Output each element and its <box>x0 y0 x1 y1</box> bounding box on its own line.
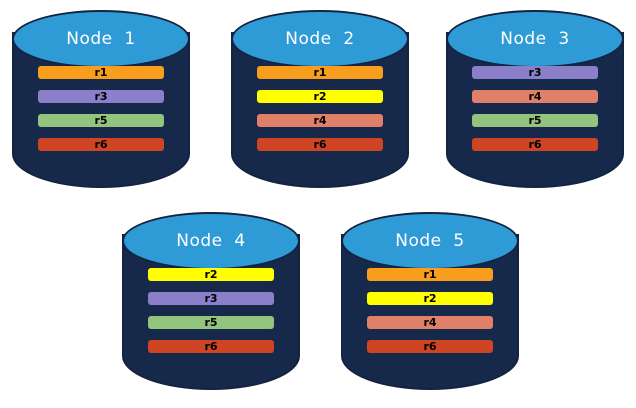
replica-item[interactable]: r2 <box>257 90 383 103</box>
replica-item[interactable]: r4 <box>367 316 493 329</box>
replica-item[interactable]: r4 <box>257 114 383 127</box>
replica-label: r2 <box>423 292 437 305</box>
cylinder-top-icon <box>122 212 300 270</box>
replica-item[interactable]: r5 <box>472 114 598 127</box>
cylinder-top-icon <box>446 10 624 68</box>
replica-label: r1 <box>94 66 108 79</box>
replica-item[interactable]: r1 <box>38 66 164 79</box>
replica-label: r5 <box>528 114 542 127</box>
replica-label: r4 <box>313 114 327 127</box>
replica-label: r2 <box>204 268 218 281</box>
replica-item[interactable]: r6 <box>148 340 274 353</box>
replica-label: r3 <box>94 90 108 103</box>
cylinder-top-icon <box>12 10 190 68</box>
replica-item[interactable]: r6 <box>472 138 598 151</box>
replica-list: r3 r4 r5 r6 <box>472 66 598 151</box>
replica-item[interactable]: r2 <box>148 268 274 281</box>
replica-item[interactable]: r3 <box>148 292 274 305</box>
replica-label: r3 <box>204 292 218 305</box>
replica-label: r1 <box>313 66 327 79</box>
replica-label: r4 <box>528 90 542 103</box>
replica-item[interactable]: r6 <box>367 340 493 353</box>
replica-label: r3 <box>528 66 542 79</box>
replica-item[interactable]: r5 <box>148 316 274 329</box>
database-node-1[interactable]: Node 1 r1 r3 r5 r6 <box>12 10 190 188</box>
replica-label: r6 <box>204 340 218 353</box>
replica-item[interactable]: r5 <box>38 114 164 127</box>
replica-label: r1 <box>423 268 437 281</box>
replica-label: r5 <box>94 114 108 127</box>
replica-label: r6 <box>313 138 327 151</box>
replica-label: r2 <box>313 90 327 103</box>
database-node-2[interactable]: Node 2 r1 r2 r4 r6 <box>231 10 409 188</box>
database-node-3[interactable]: Node 3 r3 r4 r5 r6 <box>446 10 624 188</box>
replica-label: r4 <box>423 316 437 329</box>
replica-list: r1 r2 r4 r6 <box>257 66 383 151</box>
replica-item[interactable]: r4 <box>472 90 598 103</box>
replica-item[interactable]: r6 <box>257 138 383 151</box>
replica-list: r2 r3 r5 r6 <box>148 268 274 353</box>
replica-item[interactable]: r6 <box>38 138 164 151</box>
replica-list: r1 r3 r5 r6 <box>38 66 164 151</box>
cylinder-top-icon <box>231 10 409 68</box>
replica-item[interactable]: r2 <box>367 292 493 305</box>
replica-item[interactable]: r3 <box>38 90 164 103</box>
replica-item[interactable]: r1 <box>367 268 493 281</box>
database-node-5[interactable]: Node 5 r1 r2 r4 r6 <box>341 212 519 390</box>
replica-item[interactable]: r3 <box>472 66 598 79</box>
cylinder-top-icon <box>341 212 519 270</box>
replica-label: r6 <box>528 138 542 151</box>
replica-label: r6 <box>94 138 108 151</box>
database-node-4[interactable]: Node 4 r2 r3 r5 r6 <box>122 212 300 390</box>
replica-list: r1 r2 r4 r6 <box>367 268 493 353</box>
replica-label: r5 <box>204 316 218 329</box>
replica-label: r6 <box>423 340 437 353</box>
replica-item[interactable]: r1 <box>257 66 383 79</box>
